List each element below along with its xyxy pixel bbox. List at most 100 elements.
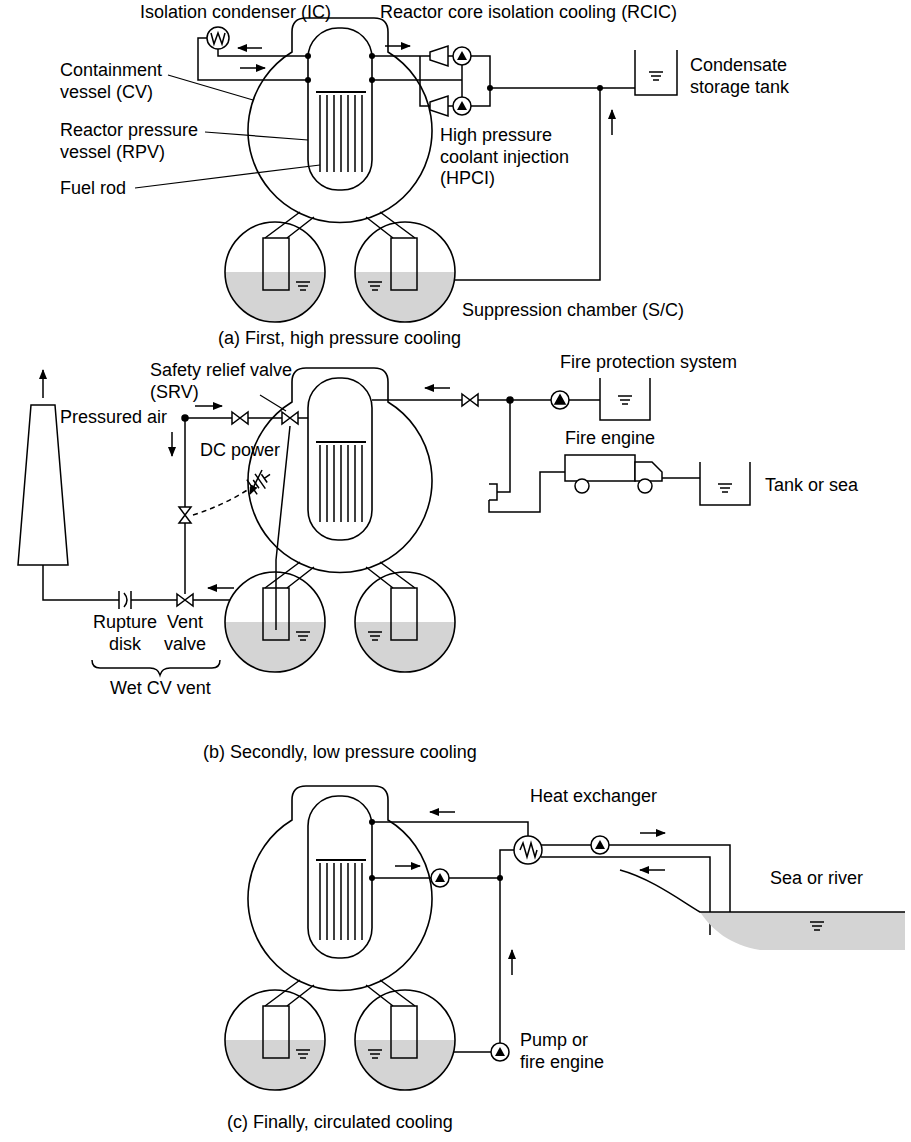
containment-vessel-part xyxy=(225,18,455,322)
panel-caption: (a) First, high pressure cooling xyxy=(218,328,461,350)
high-pressure-piping-part xyxy=(372,56,430,106)
system-label: Reactor core isolation cooling (RCIC) xyxy=(380,2,677,24)
low-pressure-piping-part xyxy=(489,400,510,500)
low-pressure-piping-part xyxy=(43,565,230,600)
circulation-piping-part xyxy=(453,878,500,1052)
valves-and-pumps xyxy=(177,391,732,606)
high-pressure-piping-part xyxy=(471,56,490,106)
rcic-hpci-units-part xyxy=(453,97,471,115)
part-label: Suppression chamber (S/C) xyxy=(462,300,684,322)
rcic-hpci-units-part xyxy=(453,47,471,65)
part-label: Condensate storage tank xyxy=(690,55,840,98)
circulation-pumps xyxy=(369,819,824,1061)
panel-caption: (c) Finally, circulated cooling xyxy=(227,1112,453,1134)
circulation-pumps-part xyxy=(591,836,609,854)
panel-caption: (b) Secondly, low pressure cooling xyxy=(203,742,477,764)
containment-vessel xyxy=(225,18,455,1090)
low-pressure-piping-part xyxy=(700,462,750,505)
valves-and-pumps-part xyxy=(507,397,513,403)
part-label: Pressured air xyxy=(60,407,167,429)
part-label: Heat exchanger xyxy=(530,786,657,808)
low-pressure-piping-part xyxy=(208,587,234,589)
part-label: Tank or sea xyxy=(765,475,858,497)
rcic-hpci-units-part xyxy=(369,77,375,83)
containment-vessel-part xyxy=(225,368,455,672)
low-pressure-piping-part xyxy=(195,405,222,407)
valves-and-pumps-part xyxy=(177,594,193,606)
low-pressure-piping-part xyxy=(575,479,589,493)
valves-and-pumps-part xyxy=(179,507,191,523)
part-label: Fuel rod xyxy=(60,178,126,200)
high-pressure-piping-part xyxy=(207,27,229,49)
rcic-hpci-units-part xyxy=(597,85,603,91)
low-pressure-piping-part xyxy=(42,370,44,398)
part-label: Containment vessel (CV) xyxy=(60,60,170,103)
circulation-piping-part xyxy=(541,845,730,935)
part-label: Sea or river xyxy=(770,868,863,890)
circulation-piping-part xyxy=(700,912,905,950)
part-label: Vent valve xyxy=(155,612,215,655)
circulation-piping xyxy=(372,812,905,1052)
rcic-hpci-units-part xyxy=(305,53,311,59)
circulation-piping-part xyxy=(430,811,455,813)
low-pressure-piping-part xyxy=(247,467,275,494)
valves-and-pumps-part xyxy=(551,391,569,409)
low-pressure-piping-part xyxy=(638,479,652,493)
low-pressure-piping-part xyxy=(193,487,252,515)
valves-and-pumps-part xyxy=(618,396,632,404)
rcic-hpci-units-part xyxy=(430,96,448,116)
low-pressure-piping-part xyxy=(171,432,173,456)
circulation-piping-part xyxy=(372,822,528,836)
rcic-hpci-units-part xyxy=(305,77,311,83)
rcic-hpci-units-part xyxy=(430,46,448,66)
valves-and-pumps-part xyxy=(282,412,298,424)
high-pressure-piping-part xyxy=(635,50,677,95)
circulation-pumps-part xyxy=(431,869,449,887)
low-pressure-piping-part xyxy=(247,467,275,494)
circulation-piping-part xyxy=(541,857,710,935)
low-pressure-piping-part xyxy=(425,387,450,389)
high-pressure-piping-part xyxy=(238,47,262,49)
rcic-hpci-units-part xyxy=(487,85,493,91)
system-label: Isolation condenser (IC) xyxy=(140,2,331,24)
circulation-piping-part xyxy=(640,832,665,834)
circulation-pumps-part xyxy=(369,875,375,881)
high-pressure-piping xyxy=(135,27,677,280)
system-label: High pressure coolant injection (HPCI) xyxy=(440,125,590,190)
part-label: Reactor pressure vessel (RPV) xyxy=(60,120,210,163)
rcic-hpci-units-part xyxy=(369,53,375,59)
circulation-pumps-part xyxy=(369,819,375,825)
part-label: Pump or fire engine xyxy=(520,1030,616,1073)
low-pressure-piping-part xyxy=(184,418,186,594)
circulation-pumps-part xyxy=(810,922,824,930)
low-pressure-piping-part xyxy=(635,462,662,481)
low-pressure-piping-part xyxy=(600,378,650,420)
circulation-piping-part xyxy=(511,950,513,975)
high-pressure-piping-part xyxy=(218,49,308,56)
high-pressure-piping-part xyxy=(211,33,225,44)
valves-and-pumps-part xyxy=(232,412,248,424)
low-pressure-piping xyxy=(18,370,750,675)
circulation-piping-part xyxy=(520,843,537,857)
circulation-pumps-part xyxy=(497,875,503,881)
part-label: Fire protection system xyxy=(560,352,737,374)
low-pressure-piping-part xyxy=(662,477,700,479)
containment-vessel-part xyxy=(225,786,455,1090)
low-pressure-piping-part xyxy=(119,591,131,609)
circulation-piping-part xyxy=(514,836,542,864)
high-pressure-piping-part xyxy=(372,65,462,97)
low-pressure-piping-part xyxy=(92,660,220,675)
low-pressure-piping-part xyxy=(565,455,635,481)
valves-and-pumps-part xyxy=(182,415,188,421)
low-pressure-piping-part xyxy=(489,472,565,512)
high-pressure-piping-part xyxy=(611,110,613,135)
low-pressure-piping-part xyxy=(260,395,286,411)
valves-and-pumps-part xyxy=(462,394,478,406)
circulation-piping-part xyxy=(395,865,420,867)
part-label: Fire engine xyxy=(565,428,655,450)
part-label: DC power xyxy=(200,440,280,462)
rcic-hpci-units xyxy=(305,46,663,116)
part-label: Rupture disk xyxy=(90,612,160,655)
group-label: Wet CV vent xyxy=(110,678,211,700)
